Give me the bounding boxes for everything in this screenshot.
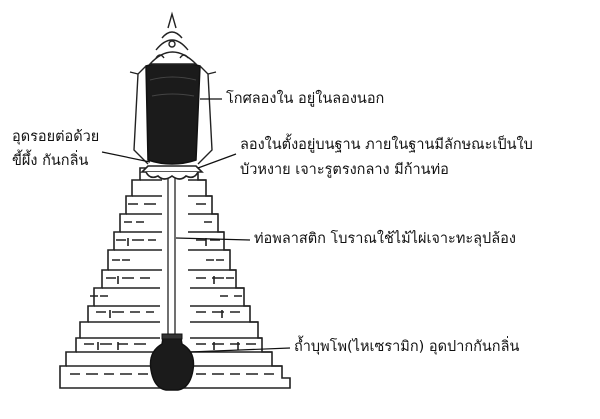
- label-seal-line2: ขี้ผึ้ง กันกลิ่น: [12, 153, 89, 169]
- leader-seal: [101, 151, 151, 163]
- label-base-line2: บัวหงาย เจาะรูตรงกลาง มีก้านท่อ: [240, 162, 449, 178]
- plastic-pipe: [167, 167, 176, 339]
- label-inner-urn: โกศลองใน อยู่ในลองนอก: [226, 91, 385, 107]
- label-seal-line1: อุดรอยต่อด้วย: [12, 129, 100, 145]
- urn-crown: [148, 11, 198, 65]
- inner-urn: [129, 61, 217, 165]
- leader-pipe: [175, 237, 251, 241]
- leader-base: [197, 153, 237, 169]
- stepped-base: [59, 167, 291, 389]
- label-jar: ถ้ำบุพโพ(ไหเซรามิก) อุดปากกันกลิ่น: [294, 339, 520, 355]
- leader-lines: [101, 98, 291, 353]
- label-pipe: ท่อพลาสติก โบราณใช้ไม้ไผ่เจาะทะลุปล้อง: [254, 231, 516, 247]
- lotus-base: [140, 165, 204, 180]
- label-base-line1: ลองในตั้งอยู่บนฐาน ภายในฐานมีลักษณะเป็นใ…: [240, 137, 533, 153]
- leader-jar: [189, 347, 291, 353]
- ceramic-jar: [149, 333, 195, 391]
